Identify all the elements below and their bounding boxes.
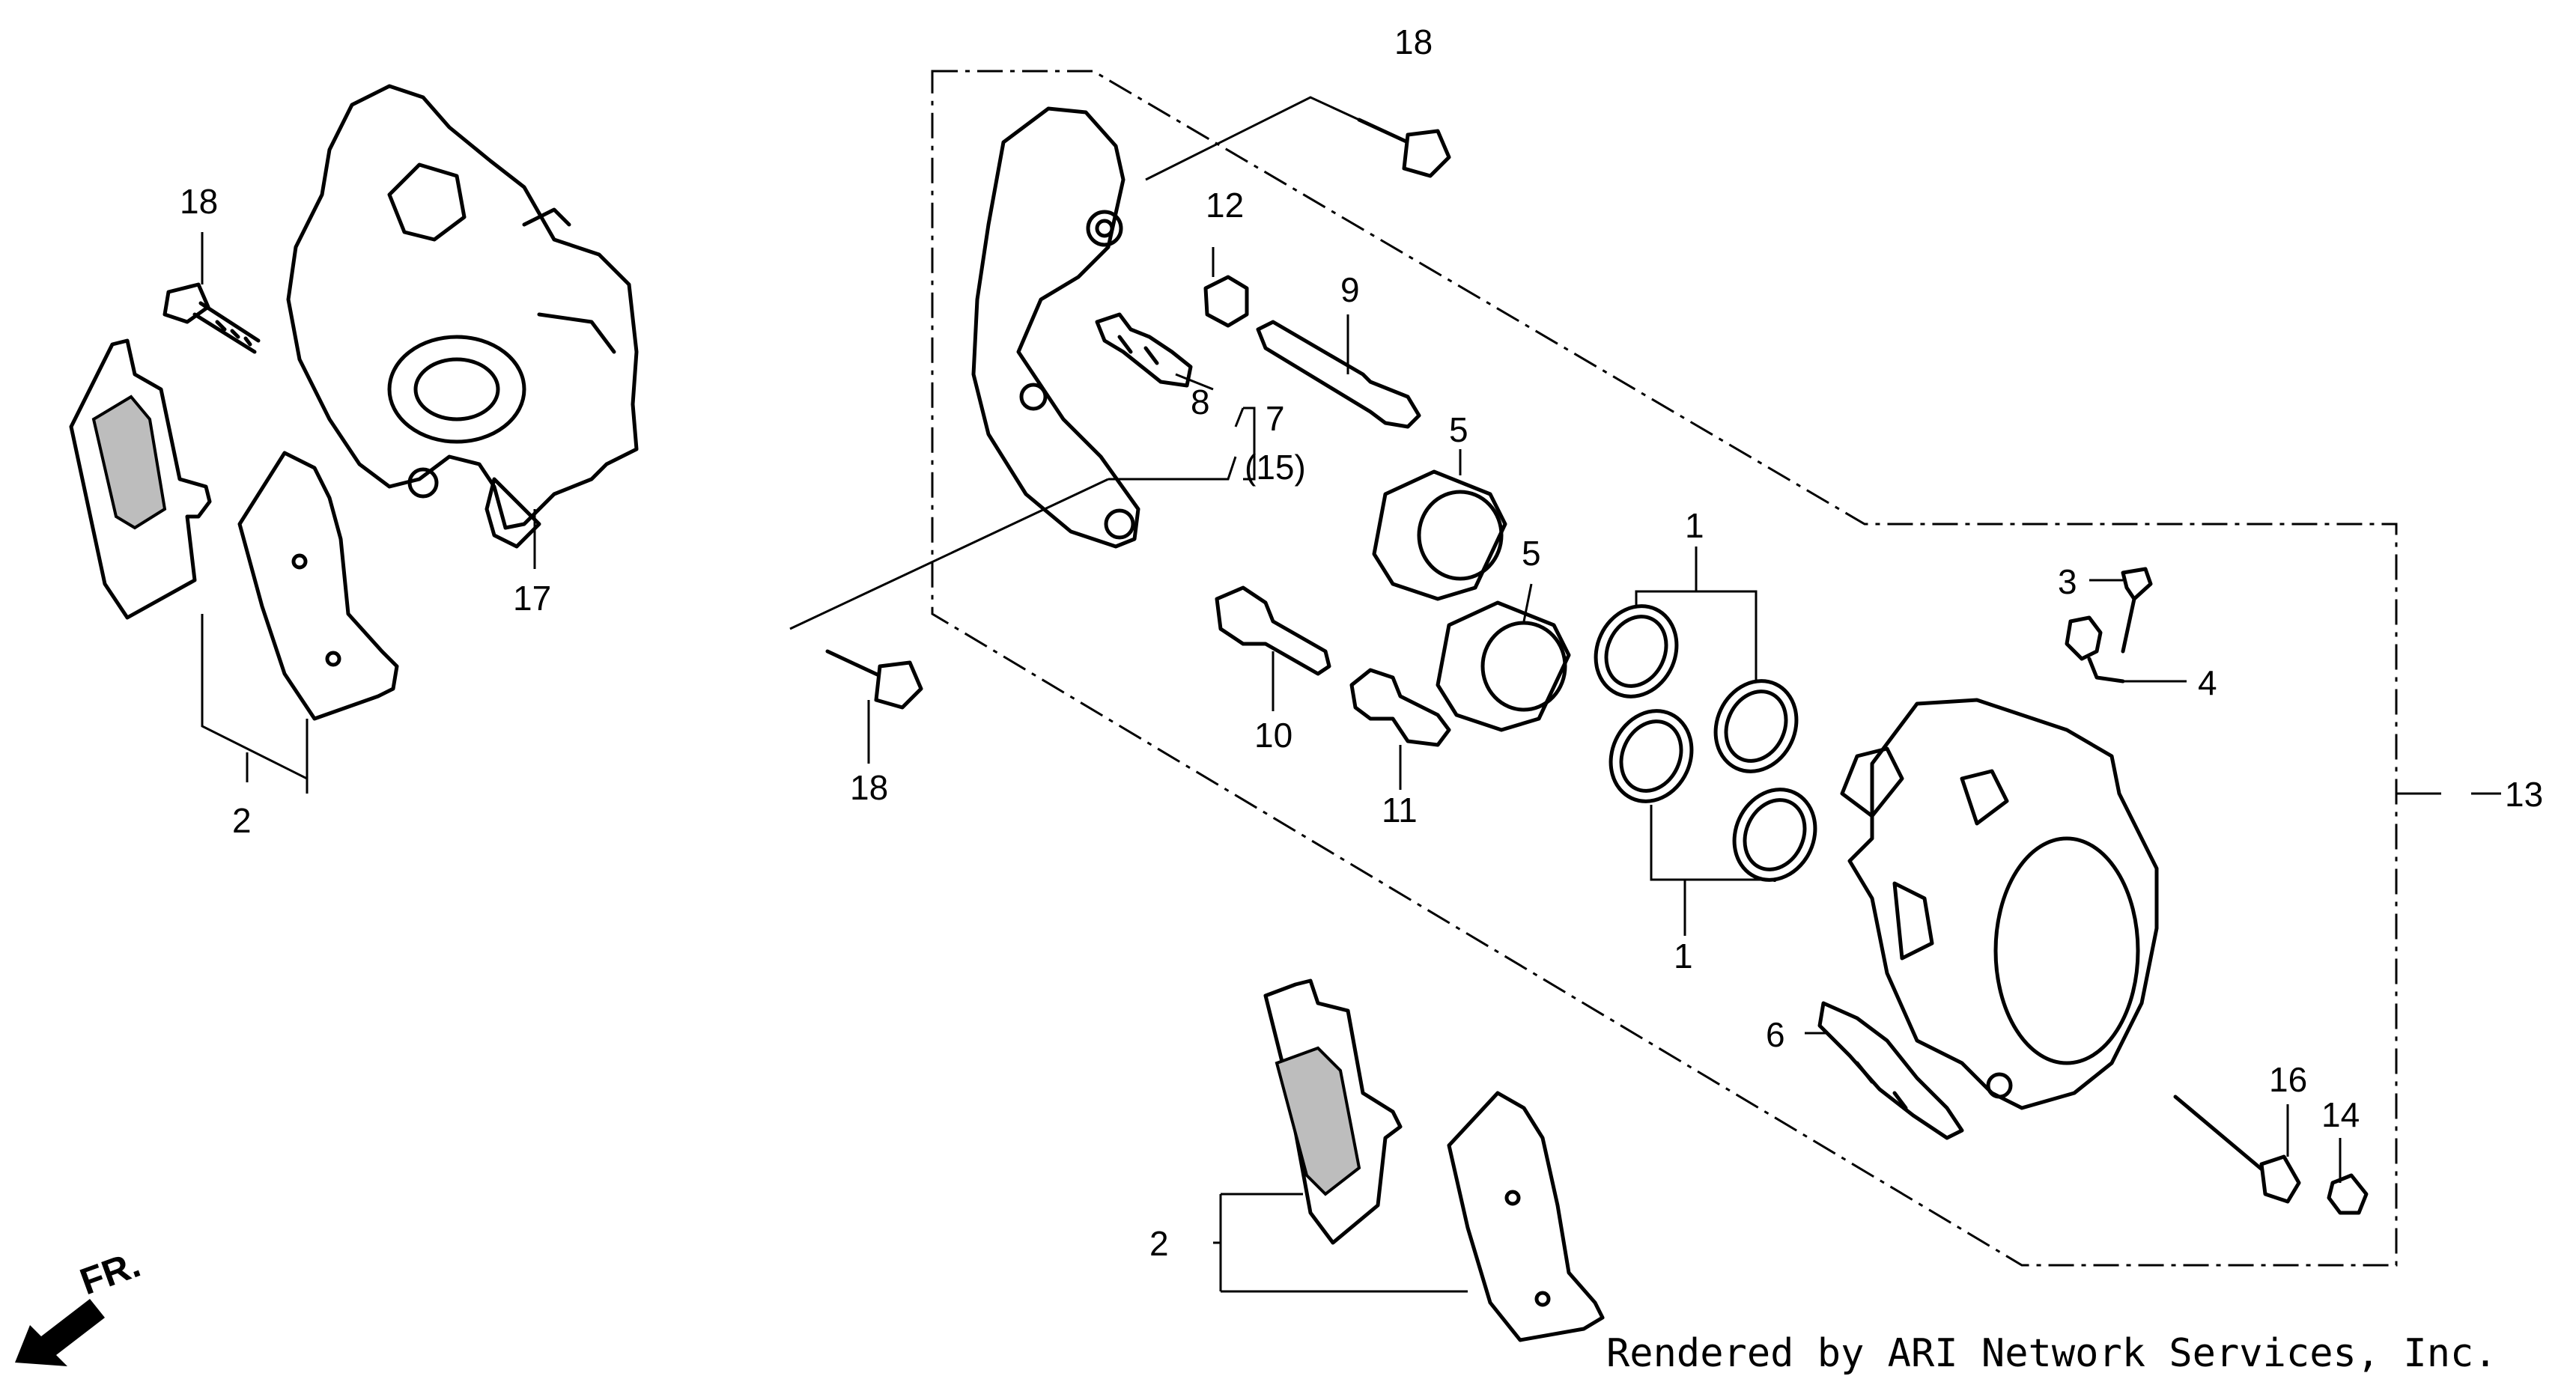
pin-9 xyxy=(1256,320,1421,429)
callout-4: 4 xyxy=(2198,663,2217,702)
caliper-bracket-17 xyxy=(286,84,639,549)
callout-1-upper: 1 xyxy=(1685,506,1704,545)
callout-7: 7 xyxy=(1266,399,1285,438)
left-brake-pads xyxy=(69,338,399,721)
callout-18-top: 18 xyxy=(1394,22,1433,61)
callout-5-lower: 5 xyxy=(1522,534,1541,573)
callout-1-lower: 1 xyxy=(1674,937,1693,975)
pad-spring-6 xyxy=(1817,1001,1964,1140)
pin-10 xyxy=(1215,585,1331,676)
pistons-5 xyxy=(1372,469,1571,732)
bolt-18-top xyxy=(1357,118,1451,178)
seals-1 xyxy=(1594,604,1817,882)
bolt-18-mid xyxy=(825,649,923,710)
pin-11 xyxy=(1349,668,1451,747)
caliper-bracket-center xyxy=(971,106,1140,549)
assembly-dashed-outline xyxy=(931,70,2398,1267)
callout-2-left: 2 xyxy=(232,801,252,840)
callout-8: 8 xyxy=(1191,383,1210,421)
left-bolt-18 xyxy=(162,282,261,354)
front-direction-arrow-icon xyxy=(15,1299,105,1366)
bottom-brake-pads xyxy=(1263,978,1605,1342)
callout-14: 14 xyxy=(2321,1095,2360,1134)
center-leaders xyxy=(789,96,2501,1293)
callout-6: 6 xyxy=(1766,1015,1785,1054)
boot-12 xyxy=(1203,275,1249,328)
callout-17: 17 xyxy=(513,579,551,618)
callout-13: 13 xyxy=(2505,775,2543,814)
pad-spring-8 xyxy=(1095,312,1193,388)
callout-15: (15) xyxy=(1245,448,1306,487)
front-label: FR. xyxy=(75,1243,146,1303)
left-leaders xyxy=(201,232,536,794)
callout-16: 16 xyxy=(2269,1060,2307,1099)
callout-18-mid: 18 xyxy=(850,768,888,807)
callout-18-left: 18 xyxy=(180,182,218,221)
callout-10: 10 xyxy=(1254,716,1292,755)
callout-3: 3 xyxy=(2058,562,2077,601)
callout-9: 9 xyxy=(1340,270,1360,309)
pin-16-plug-14 xyxy=(2173,1095,2369,1215)
callout-5-upper: 5 xyxy=(1449,410,1468,449)
callout-12: 12 xyxy=(1206,186,1244,225)
render-credit: Rendered by ARI Network Services, Inc. xyxy=(1606,1331,2497,1376)
bleeder-3-cap-4 xyxy=(2065,567,2153,684)
caliper-body xyxy=(1840,698,2159,1110)
callout-2-bottom: 2 xyxy=(1149,1224,1169,1263)
callout-11: 11 xyxy=(1382,791,1418,829)
